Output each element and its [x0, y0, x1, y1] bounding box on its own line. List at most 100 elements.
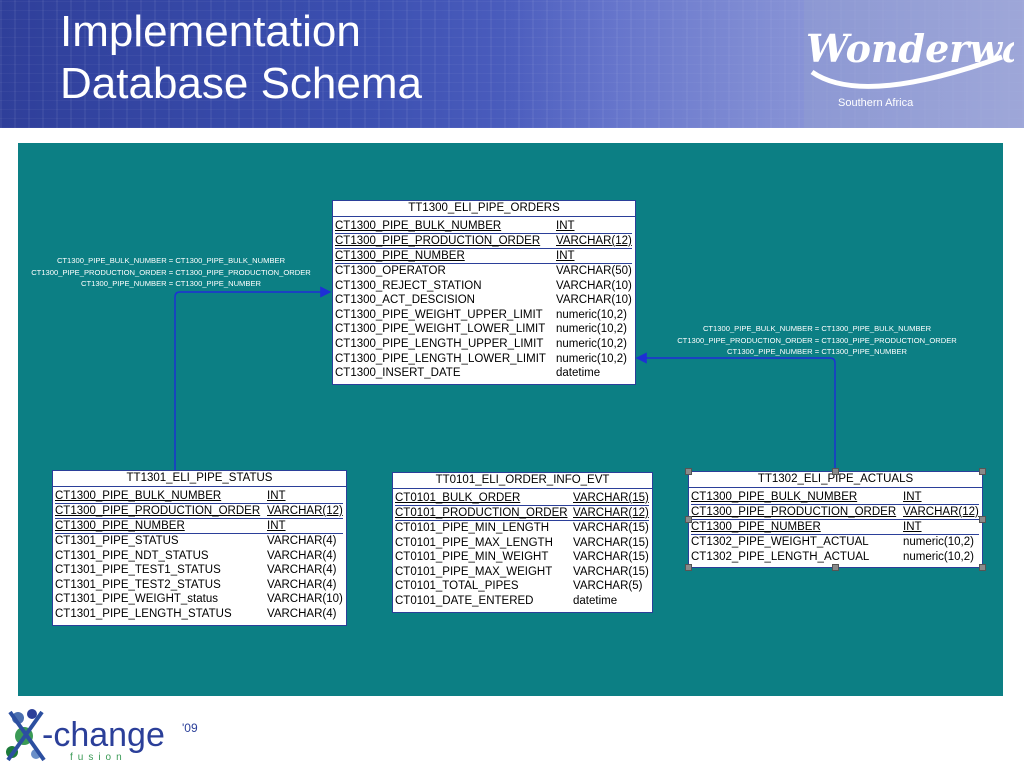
column-type: INT: [903, 491, 922, 503]
column-row[interactable]: CT1301_PIPE_TEST2_STATUS VARCHAR(4): [55, 578, 343, 593]
xchange-logo-subtitle: fusion: [70, 752, 127, 763]
column-name: CT1301_PIPE_NDT_STATUS: [55, 549, 209, 562]
selection-handle[interactable]: [832, 564, 839, 571]
column-name: CT0101_TOTAL_PIPES: [395, 580, 519, 593]
header-banner: [0, 0, 1024, 128]
column-type: VARCHAR(50): [556, 265, 632, 277]
relation-left-line-3: CT1300_PIPE_NUMBER = CT1300_PIPE_NUMBER: [80, 279, 261, 288]
title-line-2: Database Schema: [60, 59, 422, 108]
column-type: INT: [267, 520, 286, 532]
column-type: INT: [267, 490, 286, 502]
column-type: INT: [556, 220, 575, 232]
xchange-fusion-logo: -change '09 fusion: [6, 709, 198, 763]
column-type: VARCHAR(4): [267, 578, 337, 591]
column-type: VARCHAR(12): [267, 505, 343, 517]
title-line-1: Implementation: [60, 7, 361, 56]
relation-right-line-1: CT1300_PIPE_BULK_NUMBER = CT1300_PIPE_BU…: [702, 324, 932, 333]
column-name: CT1300_PIPE_BULK_NUMBER: [55, 490, 222, 502]
column-type: numeric(10,2): [556, 308, 627, 321]
column-name: CT1300_PIPE_BULK_NUMBER: [691, 491, 858, 503]
relation-left-line-2: CT1300_PIPE_PRODUCTION_ORDER = CT1300_PI…: [31, 267, 311, 277]
column-name: CT1300_ACT_DESCISION: [335, 294, 475, 307]
banner-sky: [504, 0, 1024, 128]
xchange-x-icon: [6, 709, 46, 762]
key-column-row[interactable]: CT0101_PRODUCTION_ORDER VARCHAR(12): [395, 506, 649, 521]
selection-handle[interactable]: [685, 564, 692, 571]
table-columns: CT1300_PIPE_BULK_NUMBER INT CT1300_PIPE_PR…: [333, 217, 635, 384]
column-type: VARCHAR(5): [573, 580, 643, 593]
column-type: VARCHAR(15): [573, 551, 649, 564]
column-name: CT1300_PIPE_NUMBER: [691, 521, 821, 533]
column-name: CT1300_PIPE_WEIGHT_LOWER_LIMIT: [335, 323, 546, 336]
table-title: TT0101_ELI_ORDER_INFO_EVT: [393, 473, 652, 489]
column-name: CT1302_PIPE_LENGTH_ACTUAL: [691, 550, 870, 563]
table-tt1302-pipe-actuals[interactable]: TT1302_ELI_PIPE_ACTUALS CT1300_PIPE_BULK…: [688, 471, 983, 569]
column-name: CT1300_PIPE_PRODUCTION_ORDER: [335, 235, 541, 247]
relation-label-left: CT1300_PIPE_BULK_NUMBER = CT1300_PIPE_BU…: [18, 255, 324, 290]
wonderware-logo-text: Wonderware: [806, 26, 1014, 71]
relation-right-line-3: CT1300_PIPE_NUMBER = CT1300_PIPE_NUMBER: [726, 347, 907, 356]
wonderware-logo: Wonderware Southern Africa: [806, 26, 1014, 109]
column-name: CT1301_PIPE_TEST1_STATUS: [55, 564, 221, 577]
selection-handle[interactable]: [685, 468, 692, 475]
xchange-logo-text: -change: [42, 716, 165, 754]
column-name: CT1301_PIPE_TEST2_STATUS: [55, 578, 221, 591]
column-type: VARCHAR(12): [573, 507, 649, 519]
table-tt1301-pipe-status[interactable]: TT1301_ELI_PIPE_STATUS CT1300_PIPE_BULK_…: [52, 470, 347, 626]
column-name: CT1302_PIPE_WEIGHT_ACTUAL: [691, 536, 869, 548]
column-type: datetime: [556, 367, 601, 380]
table-tt0101-order-info-evt[interactable]: TT0101_ELI_ORDER_INFO_EVT CT0101_BULK_OR…: [392, 472, 653, 613]
relation-right-line-2: CT1300_PIPE_PRODUCTION_ORDER = CT1300_PI…: [677, 335, 957, 345]
selection-handle[interactable]: [979, 468, 986, 475]
key-column-row[interactable]: CT1300_PIPE_BULK_NUMBER INT: [691, 490, 979, 505]
xchange-logo-year: '09: [182, 721, 198, 735]
column-type: VARCHAR(15): [573, 492, 649, 504]
column-name: CT1301_PIPE_LENGTH_STATUS: [55, 607, 232, 620]
selection-handle[interactable]: [832, 468, 839, 475]
column-row[interactable]: CT0101_TOTAL_PIPES VARCHAR(5): [395, 579, 649, 594]
table-tt1300-pipe-orders[interactable]: TT1300_ELI_PIPE_ORDERS CT1300_PIPE_BULK_…: [332, 200, 636, 385]
column-name: CT0101_PIPE_MIN_LENGTH: [395, 522, 550, 534]
column-name: CT0101_PRODUCTION_ORDER: [395, 507, 568, 519]
column-type: numeric(10,2): [556, 337, 627, 350]
key-column-row[interactable]: CT1300_PIPE_BULK_NUMBER INT: [335, 219, 632, 234]
column-type: VARCHAR(12): [903, 506, 979, 518]
selection-handle[interactable]: [979, 516, 986, 523]
selection-handle[interactable]: [685, 516, 692, 523]
column-name: CT1300_OPERATOR: [335, 265, 446, 277]
selection-handle[interactable]: [979, 564, 986, 571]
key-column-row[interactable]: CT1300_PIPE_BULK_NUMBER INT: [55, 489, 343, 504]
column-row[interactable]: CT1300_OPERATOR VARCHAR(50): [335, 264, 632, 279]
relation-left-line-1: CT1300_PIPE_BULK_NUMBER = CT1300_PIPE_BU…: [56, 256, 286, 265]
table-title: TT1301_ELI_PIPE_STATUS: [53, 471, 346, 487]
column-type: VARCHAR(15): [573, 565, 649, 578]
column-name: CT0101_DATE_ENTERED: [395, 594, 534, 607]
column-name: CT1300_PIPE_BULK_NUMBER: [335, 220, 502, 232]
